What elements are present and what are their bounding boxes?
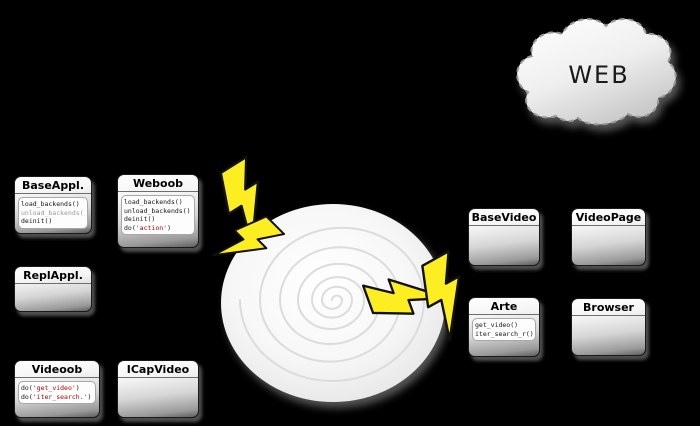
spiral-blob xyxy=(221,204,445,402)
method-line: unload_backends() xyxy=(124,207,192,216)
class-body-icapvideo xyxy=(118,378,198,384)
class-body-browser xyxy=(572,316,645,322)
class-title-browser: Browser xyxy=(572,299,645,316)
class-title-replappl: ReplAppl. xyxy=(15,267,91,284)
method-pre: deinit() xyxy=(124,215,156,223)
class-body-replappl xyxy=(15,284,91,290)
method-line: deinit() xyxy=(21,217,85,226)
class-box-browser: Browser xyxy=(571,298,646,356)
method-arg: 'action' xyxy=(135,223,168,232)
method-pre: load_backends() xyxy=(124,198,183,206)
class-title-videopage: VideoPage xyxy=(572,209,645,226)
class-title-baseappl: BaseAppl. xyxy=(15,177,91,194)
method-pre: iter_search_r() xyxy=(475,329,533,338)
class-box-arte: Arte get_video() iter_search_r() xyxy=(468,297,540,357)
cloud-shape xyxy=(516,18,677,126)
method-line: unload_backends() xyxy=(21,209,85,218)
class-body-basevideo xyxy=(469,226,539,232)
method-line: load_backends() xyxy=(124,198,192,207)
class-body-weboob: load_backends() unload_backends() deinit… xyxy=(118,192,198,238)
class-box-icapvideo: ICapVideo xyxy=(117,360,199,418)
methods-panel: get_video() iter_search_r() xyxy=(472,318,536,341)
class-body-baseappl: load_backends() unload_backends() deinit… xyxy=(15,194,91,232)
method-line: load_backends() xyxy=(21,200,85,209)
method-line: get_video() xyxy=(475,321,533,330)
method-pre: unload_backends() xyxy=(124,206,191,215)
method-line: deinit() xyxy=(124,215,192,224)
class-title-basevideo: BaseVideo xyxy=(469,209,539,226)
method-pre: get_video() xyxy=(475,321,519,329)
method-pre: do( xyxy=(21,384,33,392)
method-line: do('action') xyxy=(124,224,192,233)
method-pre: unload_backends() xyxy=(21,208,85,217)
class-title-icapvideo: ICapVideo xyxy=(118,361,198,378)
method-line: do('iter_search.') xyxy=(21,393,93,402)
method-arg: 'get_video' xyxy=(32,384,76,392)
internet-spiral xyxy=(221,204,445,402)
class-box-baseappl: BaseAppl. load_backends() unload_backend… xyxy=(14,176,92,234)
class-box-basevideo: BaseVideo xyxy=(468,208,540,266)
spiral-line xyxy=(239,226,426,382)
class-title-videoob: Videoob xyxy=(15,361,99,378)
method-line: iter_search_r() xyxy=(475,330,533,339)
methods-panel: do('get_video') do('iter_search.') xyxy=(18,381,96,404)
web-cloud: WEB xyxy=(516,18,677,126)
method-line: do('get_video') xyxy=(21,384,93,393)
methods-panel: load_backends() unload_backends() deinit… xyxy=(121,195,195,235)
methods-panel: load_backends() unload_backends() deinit… xyxy=(18,197,88,229)
class-body-videopage xyxy=(572,226,645,232)
method-pre: do( xyxy=(124,223,136,232)
class-box-videopage: VideoPage xyxy=(571,208,646,266)
method-post: ) xyxy=(167,223,171,232)
class-body-arte: get_video() iter_search_r() xyxy=(469,315,539,344)
class-title-weboob: Weboob xyxy=(118,175,198,192)
class-box-weboob: Weboob load_backends() unload_backends()… xyxy=(117,174,199,248)
method-post: ) xyxy=(75,384,80,392)
method-pre: deinit() xyxy=(21,217,53,225)
method-pre: load_backends() xyxy=(21,200,80,208)
class-body-videoob: do('get_video') do('iter_search.') xyxy=(15,378,99,407)
method-arg: 'iter_search.' xyxy=(32,392,88,401)
class-box-videoob: Videoob do('get_video') do('iter_search.… xyxy=(14,360,100,418)
class-title-arte: Arte xyxy=(469,298,539,315)
method-pre: do( xyxy=(21,392,33,401)
method-post: ) xyxy=(87,392,92,401)
web-label: WEB xyxy=(568,61,629,89)
class-box-replappl: ReplAppl. xyxy=(14,266,92,312)
